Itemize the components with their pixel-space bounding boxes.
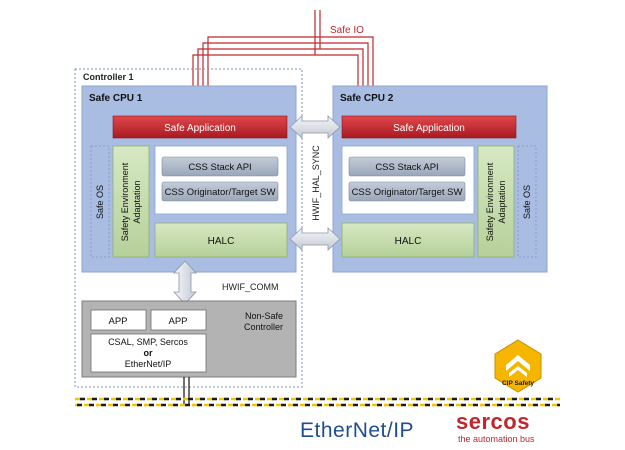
safe-os2-box [517,145,537,258]
network-bus [75,397,560,407]
hwif-hal-sync-label: HWIF_HAL_SYNC [311,145,321,221]
sea2-box [477,145,515,258]
safe-io-wiring [192,10,374,113]
safe-os1-box [90,145,110,258]
sync-arrow-top [289,115,341,139]
ethernet-ip-logo: EtherNet/IP [300,419,414,442]
non-safe-title-line2: Controller [244,322,283,332]
comm-stack-line2: or [144,348,153,358]
sea1-label-line2: Adaptation [132,180,142,223]
css-stack-api1-label: CSS Stack API [188,162,251,173]
safe-os1-label: Safe OS [95,185,105,219]
cip-safety-label: CIP Safety [502,380,534,387]
sea1-label-line1: Safety Environment [120,162,130,241]
safe-app2 [341,115,517,139]
halc2 [341,222,475,258]
css-stack1-container [154,145,288,215]
css-orig2 [348,181,466,202]
cip-chevron-icon [506,355,530,371]
halc1 [154,222,288,258]
css-stack2-container [341,145,475,215]
app1-box [90,309,147,331]
controller1-title: Controller 1 [83,72,134,82]
sercos-tagline: the automation bus [458,434,535,444]
non-safe-title-line1: Non-Safe [245,311,283,321]
cip-safety-badge [494,339,542,393]
app2-label: APP [168,316,187,327]
css-orig1 [161,181,279,202]
safe-cpu1-title: Safe CPU 1 [89,93,143,104]
app1-label: APP [108,316,127,327]
safe-app2-label: Safe Application [393,123,465,134]
safe-io-label: Safe IO [330,25,364,36]
comm-stack-box [90,333,207,373]
css-stack-api2-label: CSS Stack API [375,162,438,173]
safe-os2-label: Safe OS [522,185,532,219]
css-orig2-label: CSS Originator/Target SW [352,187,463,198]
comm-stack-line1: CSAL, SMP, Sercos [108,337,188,347]
halc2-label: HALC [395,236,422,247]
css-orig1-label: CSS Originator/Target SW [165,187,276,198]
app2-box [150,309,207,331]
sync-arrow-bottom [289,227,341,251]
css-stack-api1 [161,156,279,177]
comm-stack-line3: EtherNet/IP [125,359,172,369]
sercos-logo: sercos [456,409,530,434]
halc1-label: HALC [208,236,235,247]
safe-cpu2-title: Safe CPU 2 [340,93,394,104]
css-stack-api2 [348,156,466,177]
sea1-box [112,145,150,258]
safe-app1-label: Safe Application [164,123,236,134]
sea2-label-line1: Safety Environment [485,162,495,241]
hwif-comm-label: HWIF_COMM [222,282,279,292]
sea2-label-line2: Adaptation [497,180,507,223]
safe-app1 [112,115,288,139]
